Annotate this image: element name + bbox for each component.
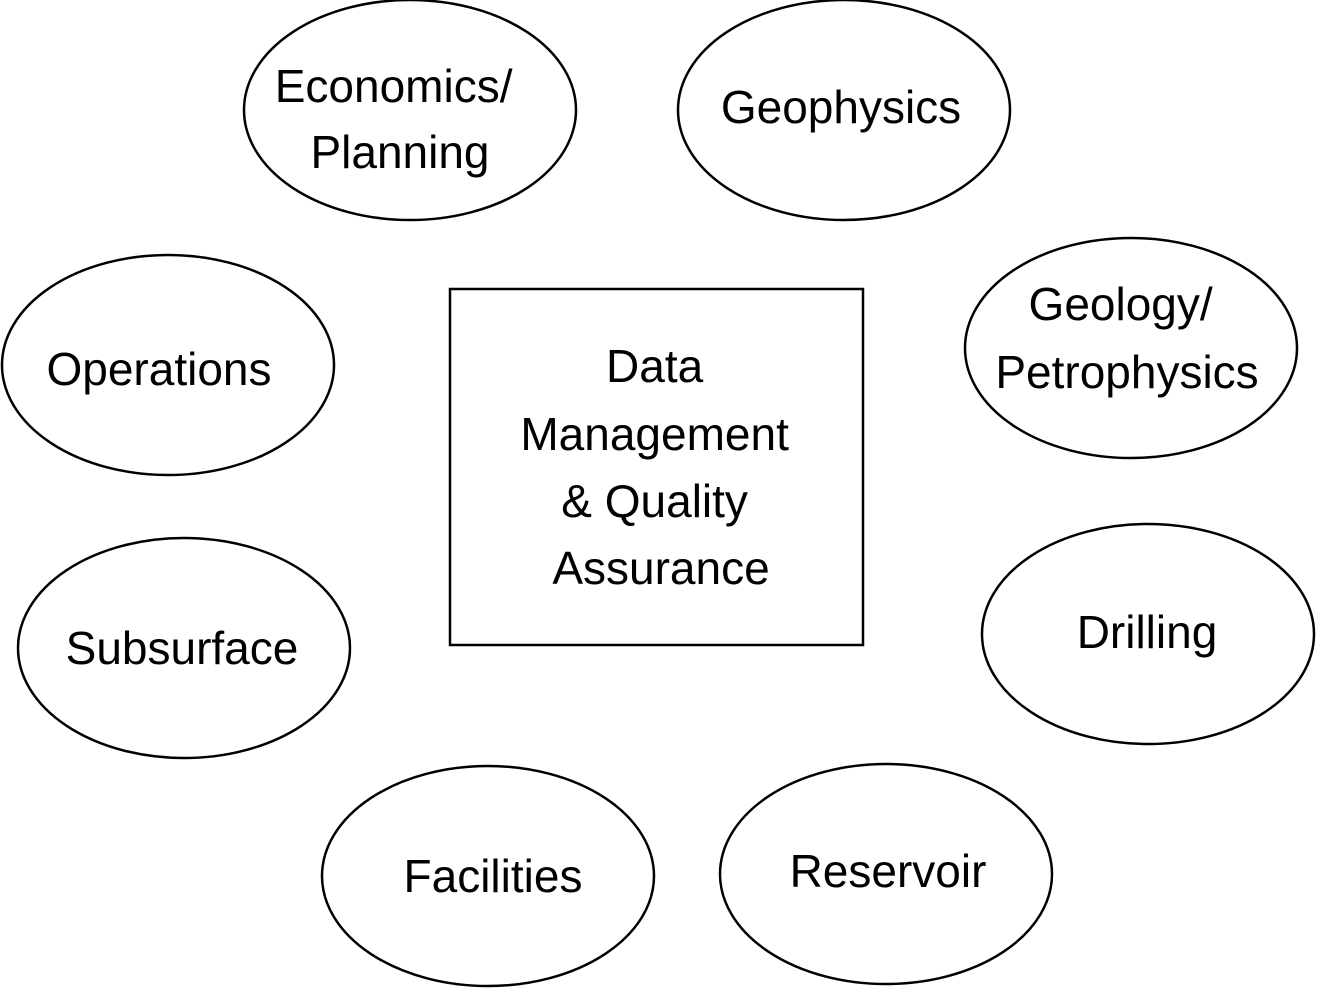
node-subsurface: Subsurface [16,536,352,760]
facilities-ellipse [320,764,656,988]
node-geology-petrophysics: Geology/ Petrophysics [963,236,1299,460]
center-box-label: Data Management & Quality Assurance [520,340,801,594]
reservoir-ellipse [718,762,1054,986]
center-line-2: Management [520,408,789,460]
subsurface-ellipse [16,536,352,760]
center-line-4: Assurance [552,542,769,594]
economics-planning-line-1: Economics/ [275,60,513,112]
node-geophysics: Geophysics [676,0,1012,222]
subsurface-line-1: Subsurface [66,622,299,674]
center-box [448,287,865,647]
drilling-label: Drilling [1077,606,1218,658]
reservoir-label: Reservoir [790,845,987,897]
subsurface-label: Subsurface [66,622,299,674]
node-facilities: Facilities [320,764,656,988]
node-economics-planning: Economics/ Planning [242,0,578,222]
center-line-3: & Quality [561,475,748,527]
node-reservoir: Reservoir [718,762,1054,986]
geophysics-label: Geophysics [721,81,961,133]
geology-petrophysics-line-2: Petrophysics [995,346,1258,398]
economics-planning-label: Economics/ Planning [275,60,526,178]
geophysics-ellipse [676,0,1012,222]
economics-planning-ellipse [242,0,578,222]
geophysics-line-1: Geophysics [721,81,961,133]
reservoir-line-1: Reservoir [790,845,987,897]
geology-petrophysics-ellipse [963,236,1299,460]
operations-ellipse [0,253,336,477]
facilities-line-1: Facilities [404,850,583,902]
node-operations: Operations [0,253,336,477]
drilling-ellipse [980,522,1316,746]
center-line-1: Data [606,340,704,392]
node-drilling: Drilling [980,522,1316,746]
economics-planning-line-2: Planning [310,126,489,178]
facilities-label: Facilities [404,850,583,902]
operations-label: Operations [46,343,271,395]
geology-petrophysics-label: Geology/ Petrophysics [995,278,1258,398]
drilling-line-1: Drilling [1077,606,1218,658]
center-box-group: Data Management & Quality Assurance [448,287,865,647]
geology-petrophysics-line-1: Geology/ [1029,278,1213,330]
operations-line-1: Operations [46,343,271,395]
